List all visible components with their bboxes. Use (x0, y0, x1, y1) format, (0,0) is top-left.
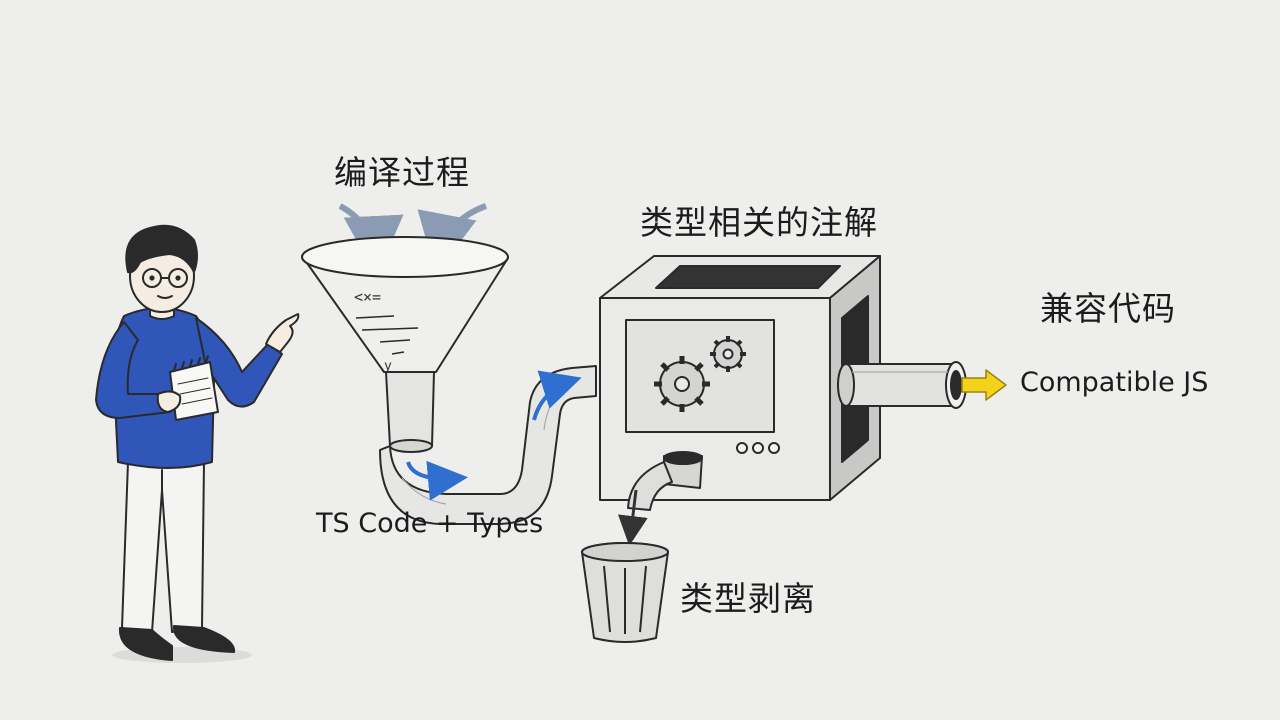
curved-pipe-icon (379, 365, 597, 525)
machine-button-1 (736, 442, 748, 454)
gear-icon (710, 336, 746, 372)
label-type-erasure: 类型剥离 (680, 579, 816, 618)
funnel-icon: <×= y (301, 203, 509, 453)
trash-can-icon (581, 542, 669, 643)
flow-arrow-2 (532, 370, 582, 421)
person-icon (95, 224, 300, 663)
funnel-code-glyph-2: y (384, 359, 392, 374)
gear-icon (654, 356, 710, 412)
output-arrow-icon (961, 369, 1007, 401)
machine-button-3 (768, 442, 780, 454)
output-pipe-icon (837, 361, 1007, 409)
label-compatible-js: Compatible JS (1020, 367, 1209, 398)
erasure-arrow (617, 489, 648, 546)
label-compile-process: 编译过程 (334, 153, 470, 192)
machine-button-2 (752, 442, 764, 454)
label-type-annotations: 类型相关的注解 (640, 203, 878, 242)
machine-box-icon (599, 255, 881, 546)
label-compatible-code: 兼容代码 (1040, 289, 1176, 328)
flow-arrow-1 (406, 460, 468, 501)
funnel-code-glyph-1: <×= (354, 288, 381, 306)
label-ts-code-types: TS Code + Types (316, 508, 544, 539)
